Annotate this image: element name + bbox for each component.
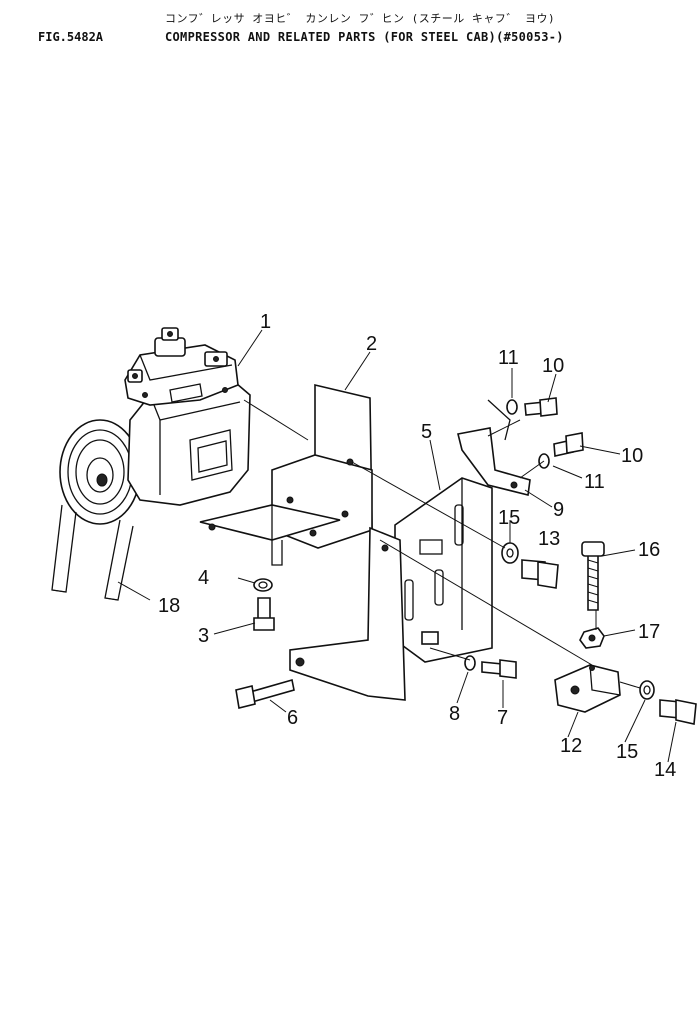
callout-17: 17 [638,621,660,643]
japanese-title: コンフ゛レッサ オヨヒ゛ カンレン フ゛ヒン (スチール キャフ゛ ヨウ) [165,12,556,25]
callout-2: 2 [366,333,377,355]
callout-8: 8 [449,703,460,725]
callout-5: 5 [421,421,432,443]
callout-18: 18 [158,595,180,617]
fasteners-drawing [235,397,697,725]
callout-3: 3 [198,625,209,647]
callout-12: 12 [560,735,582,757]
callout-10-upper: 10 [542,355,564,377]
bracket-drawing [199,383,373,566]
callout-4: 4 [198,567,209,589]
callout-7: 7 [497,707,508,729]
callout-16: 16 [638,539,660,561]
leader-lines [117,329,677,763]
v-belt-drawing [51,504,134,601]
plate-drawing [394,477,493,663]
callout-15-upper: 15 [498,507,520,529]
assembly-lines [243,399,641,689]
support-plate-drawing [289,526,406,701]
callout-11-upper: 11 [498,347,519,369]
callout-10-lower: 10 [621,445,643,467]
callout-13: 13 [538,528,560,550]
callout-15-lower: 15 [616,741,638,763]
callout-11-lower: 11 [584,471,605,493]
callout-9: 9 [553,499,564,521]
callout-6: 6 [287,707,298,729]
compressor-drawing [59,327,251,525]
figure-number: FIG.5482A [38,30,104,44]
callout-14: 14 [654,759,676,781]
english-title: COMPRESSOR AND RELATED PARTS (FOR STEEL … [165,30,564,44]
callout-1: 1 [260,311,271,333]
